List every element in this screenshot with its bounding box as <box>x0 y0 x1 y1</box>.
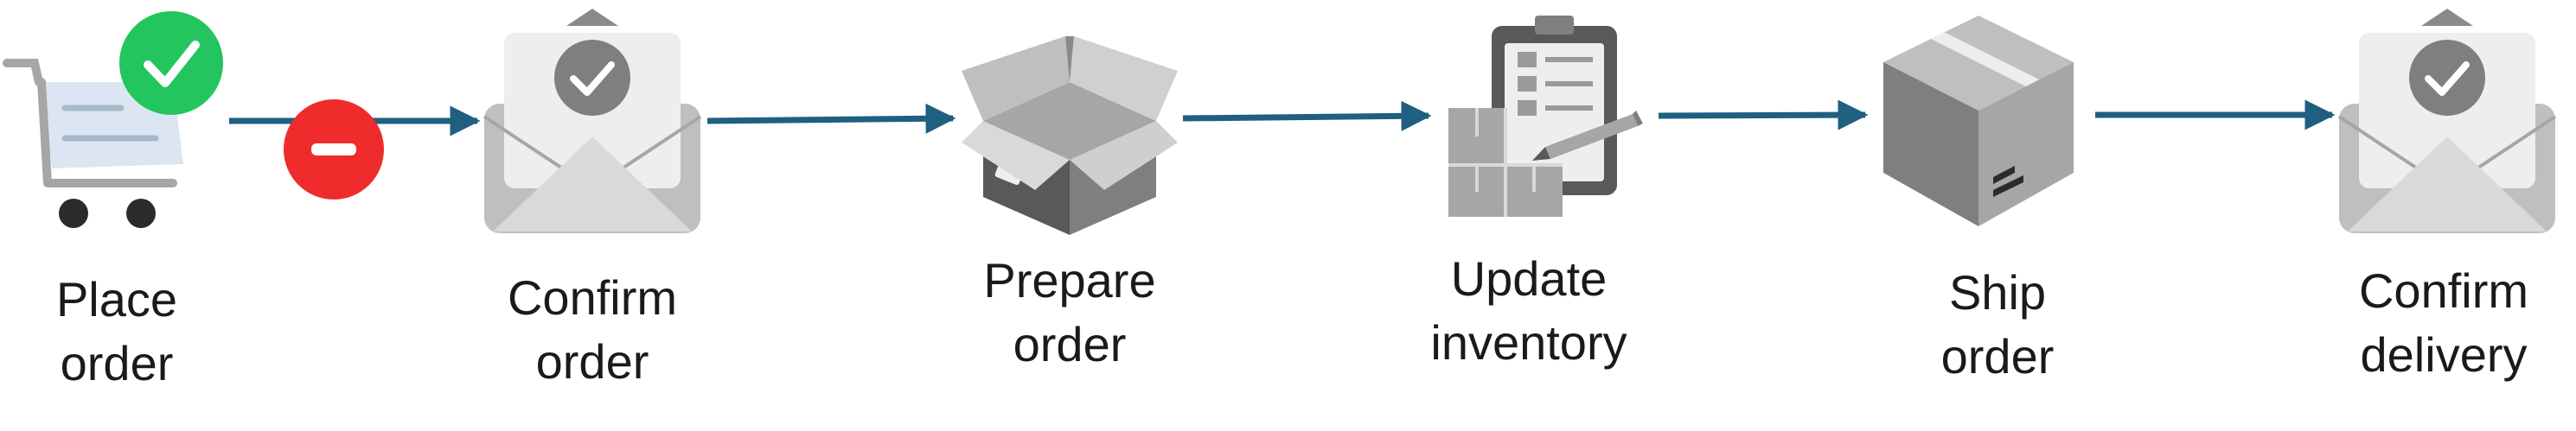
step-label-line1: Confirm <box>2358 263 2529 318</box>
step-label-confirm-delivery: Confirm delivery <box>2288 259 2576 387</box>
step-label-line2: order <box>1940 329 2055 383</box>
step-label-line1: Confirm <box>507 270 678 325</box>
step-label-line1: Update <box>1450 251 1608 306</box>
open-box-icon <box>962 36 1178 235</box>
envelope-check-icon <box>2337 9 2557 233</box>
sealed-box-icon <box>1883 16 2074 226</box>
check-badge-icon <box>119 11 223 115</box>
step-label-line2: order <box>1013 317 1127 371</box>
step-label-line1: Place <box>55 272 178 326</box>
clipboard-boxes-icon <box>1448 16 1643 217</box>
minus-badge-icon <box>284 99 384 200</box>
step-label-place-order: Place order <box>0 268 272 396</box>
arrow-confirm-to-prepare <box>706 103 956 134</box>
step-label-line2: delivery <box>2360 327 2528 382</box>
step-label-line2: order <box>60 336 174 390</box>
envelope-check-icon <box>483 9 702 233</box>
step-label-prepare-order: Prepare order <box>914 249 1225 377</box>
step-label-line2: inventory <box>1430 315 1627 370</box>
step-label-update-inventory: Update inventory <box>1373 247 1684 375</box>
step-label-line2: order <box>535 334 649 389</box>
arrow-prepare-to-update <box>1182 100 1432 131</box>
step-label-line1: Prepare <box>983 253 1156 307</box>
step-label-confirm-order: Confirm order <box>437 266 748 394</box>
arrow-update-to-ship <box>1658 99 1869 130</box>
step-label-ship-order: Ship order <box>1842 261 2153 389</box>
step-label-line1: Ship <box>1948 265 2047 320</box>
shopping-cart-icon <box>3 59 183 228</box>
